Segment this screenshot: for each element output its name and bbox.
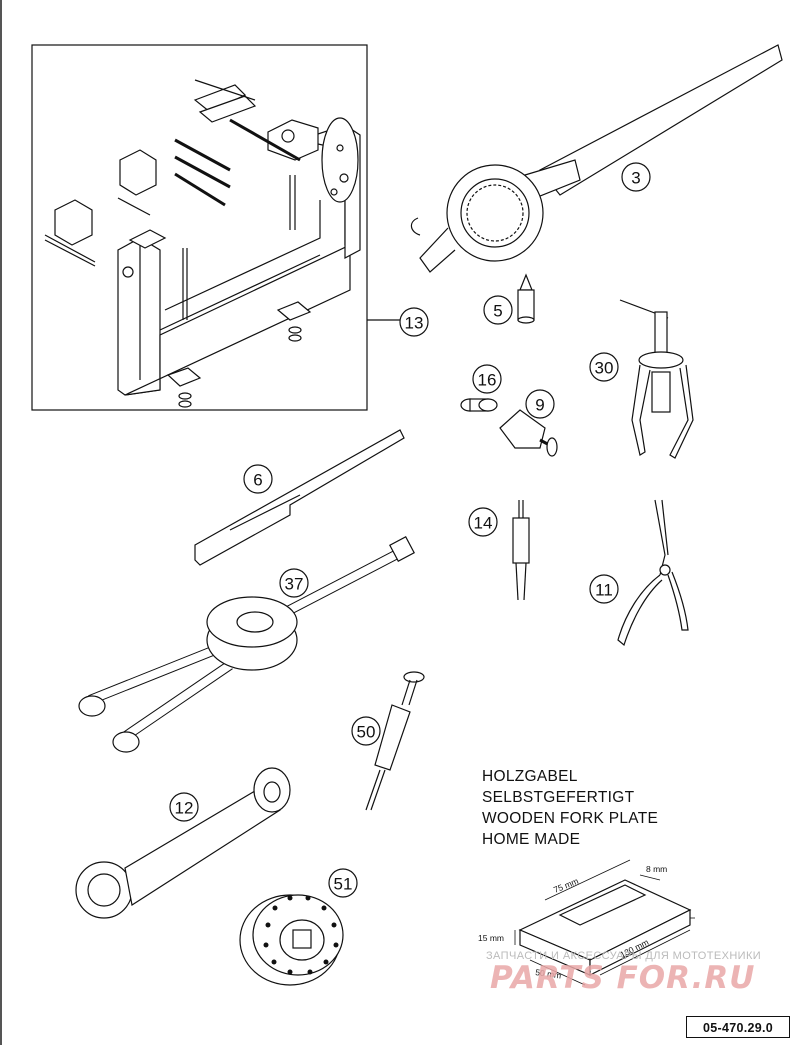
- pliers-drawing: [617, 499, 689, 647]
- dim-75mm: 75 mm: [552, 876, 580, 895]
- callout-14: 14: [474, 514, 493, 533]
- callout-13-circle: [399, 307, 429, 337]
- callout-3-circle: [621, 162, 651, 192]
- callout-12-circle: [169, 792, 199, 822]
- callout-51: 51: [334, 875, 353, 894]
- part-37-drawing: [78, 536, 415, 753]
- part-6-drawing: [194, 429, 405, 566]
- callout-9-circle: [525, 389, 555, 419]
- callout-9: 9: [535, 396, 544, 415]
- callout-13: 13: [405, 314, 424, 333]
- page-edge: [0, 0, 2, 1045]
- callout-30-circle: [589, 352, 619, 382]
- callout-14-circle: [468, 507, 498, 537]
- callout-3: 3: [631, 169, 640, 188]
- part-number-label: 05-470.29.0: [686, 1016, 790, 1038]
- callout-6-circle: [243, 464, 273, 494]
- dim-15mm: 15 mm: [478, 933, 504, 943]
- watermark-logo: PARTS FOR.RU: [490, 960, 756, 996]
- part-50-drawing: [365, 671, 425, 811]
- clutch-holder-drawing: [410, 44, 783, 273]
- callout-37: 37: [285, 575, 304, 594]
- puller-drawing: [619, 299, 694, 459]
- callout-11-circle: [589, 574, 619, 604]
- callout-51-circle: [328, 868, 358, 898]
- part-9-drawing: [499, 409, 558, 457]
- fork-plate-note-line2: SELBSTGEFERTIGT: [482, 789, 635, 806]
- callout-12: 12: [175, 799, 194, 818]
- engine-stand-frame-box: [31, 44, 368, 411]
- part-16-drawing: [460, 398, 498, 412]
- callout-16-circle: [472, 364, 502, 394]
- callout-37-circle: [279, 568, 309, 598]
- callout-50-circle: [351, 716, 381, 746]
- wooden-fork-plate-drawing: [514, 859, 695, 986]
- part-51-drawing: [239, 894, 344, 986]
- dim-50mm: 50 mm: [535, 967, 562, 981]
- engine-stand-drawing: [44, 79, 361, 408]
- watermark-caption: ЗАПЧАСТИ И АКСЕССУАРЫ ДЛЯ МОТОТЕХНИКИ: [486, 950, 762, 962]
- callout-30: 30: [595, 359, 614, 378]
- fork-plate-note-line3: WOODEN FORK PLATE: [482, 810, 659, 827]
- callout-11: 11: [595, 581, 613, 600]
- callout-5-circle: [483, 295, 513, 325]
- part-14-drawing: [512, 500, 530, 601]
- callout-6: 6: [253, 471, 262, 490]
- callout-5: 5: [493, 302, 502, 321]
- fork-plate-note: HOLZGABEL SELBSTGEFERTIGT WOODEN FORK PL…: [482, 766, 658, 850]
- fork-plate-note-line1: HOLZGABEL: [482, 768, 578, 785]
- callouts: [169, 162, 651, 898]
- callout-50: 50: [357, 723, 376, 742]
- callout-16: 16: [478, 371, 497, 390]
- part-5-drawing: [517, 273, 535, 324]
- fork-plate-note-line4: HOME MADE: [482, 831, 581, 848]
- dim-8mm: 8 mm: [646, 864, 667, 874]
- part-12-drawing: [75, 767, 291, 919]
